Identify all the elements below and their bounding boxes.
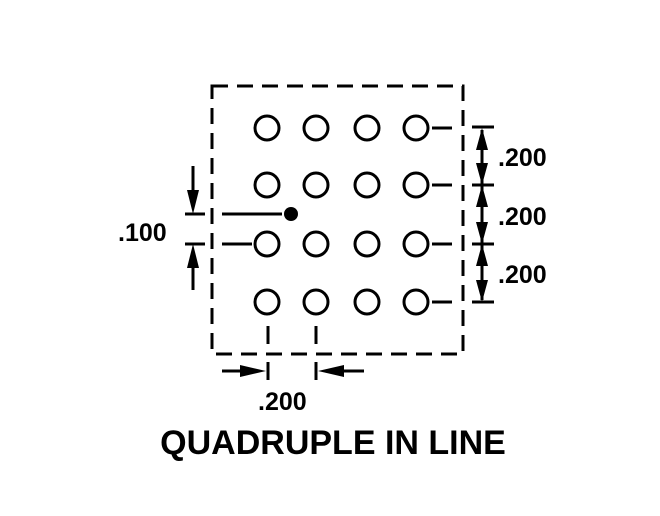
column-spacing-dimension-arrows <box>222 326 364 380</box>
pin-r2-c3 <box>353 171 381 199</box>
reference-pin-dot <box>284 207 298 221</box>
pin-grid <box>253 114 430 316</box>
pin-r2-c1 <box>253 171 281 199</box>
row-spacing-label-3: .200 <box>498 261 547 289</box>
pin-r1-c4 <box>402 114 430 142</box>
row-spacing-dimension-arrows <box>476 128 488 302</box>
pin-r4-c2 <box>302 288 330 316</box>
column-spacing-label: .200 <box>258 388 307 416</box>
package-outline <box>210 84 465 356</box>
pin-r4-c4 <box>402 288 430 316</box>
row-spacing-label-1: .200 <box>498 144 547 172</box>
pin-r3-c1 <box>253 230 281 258</box>
pin-r4-c3 <box>353 288 381 316</box>
pin-r2-c4 <box>402 171 430 199</box>
pin-r1-c3 <box>353 114 381 142</box>
pin-r3-c3 <box>353 230 381 258</box>
pin-r1-c2 <box>302 114 330 142</box>
offset-label: .100 <box>118 219 167 247</box>
offset-dimension-arrows <box>185 166 205 290</box>
pin-r3-c2 <box>302 230 330 258</box>
pin-r4-c1 <box>253 288 281 316</box>
pin-r1-c1 <box>253 114 281 142</box>
pin-r2-c2 <box>302 171 330 199</box>
diagram-title: QUADRUPLE IN LINE <box>160 424 506 462</box>
row-spacing-label-2: .200 <box>498 203 547 231</box>
pin-r3-c4 <box>402 230 430 258</box>
